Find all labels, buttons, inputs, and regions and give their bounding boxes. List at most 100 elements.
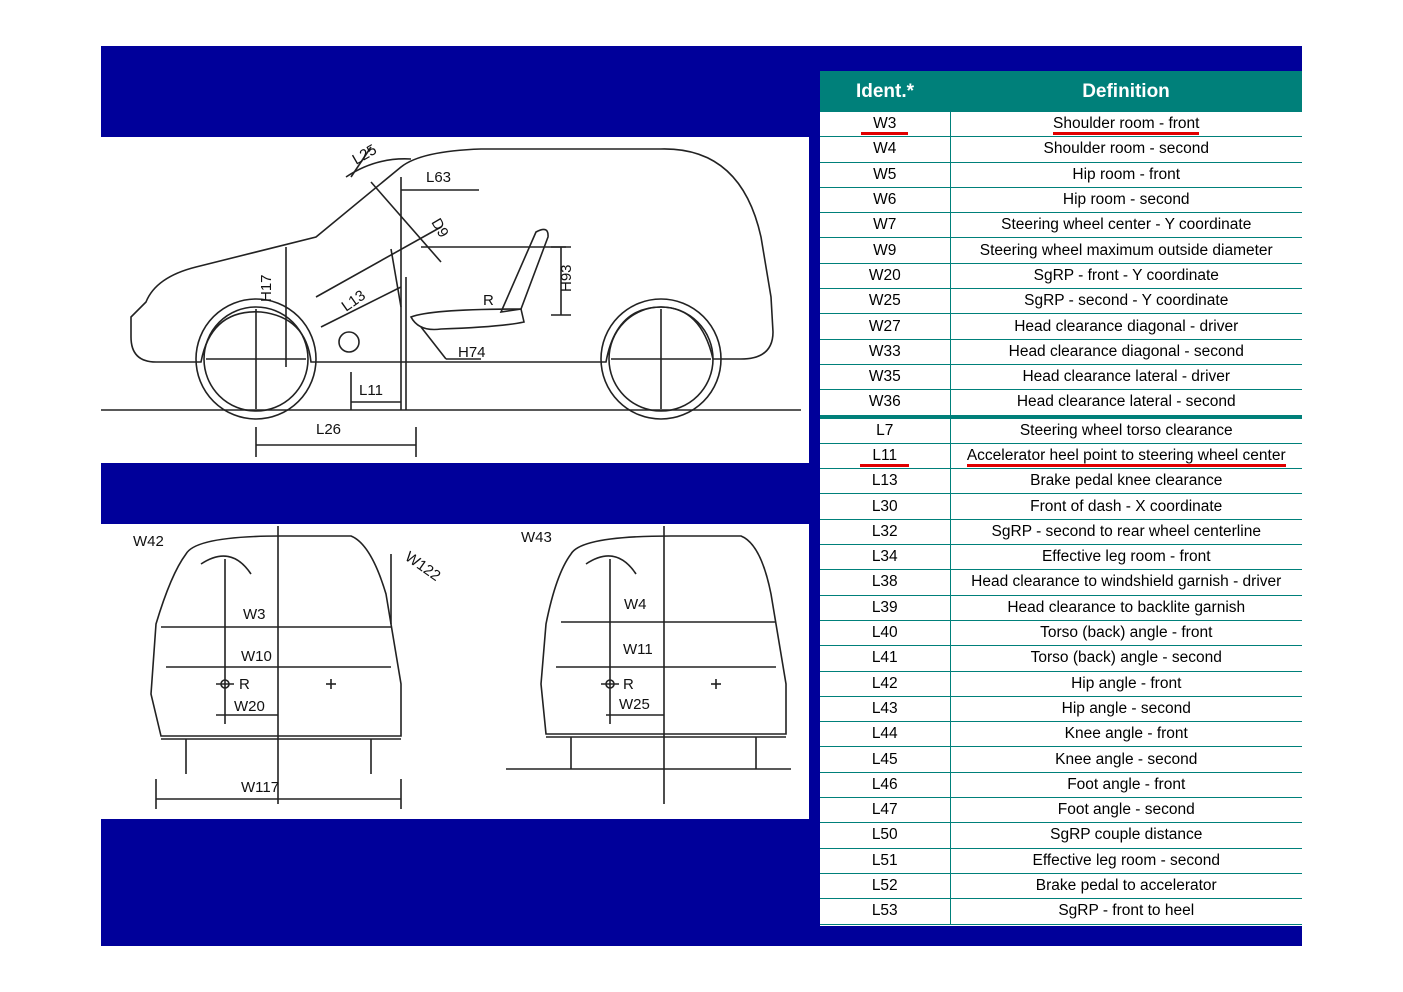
cell-definition: SgRP - second to rear wheel centerline	[950, 519, 1302, 546]
definition-text: Head clearance to backlite garnish	[1007, 598, 1246, 616]
cell-definition: Steering wheel torso clearance	[950, 416, 1302, 444]
label-w25: W25	[619, 696, 650, 713]
definition-text: Foot angle - second	[1057, 801, 1195, 819]
front-rear-view-svg: W42 W122 W3 W10 R W20 W117 W43 W4 W11 R …	[133, 526, 791, 809]
ident-text: L46	[871, 775, 898, 793]
cell-definition: Hip room - second	[950, 187, 1302, 214]
definition-text: Knee angle - front	[1064, 725, 1188, 743]
cell-ident: L52	[820, 873, 951, 900]
definition-text: Shoulder room - front	[1053, 115, 1200, 136]
cell-definition: Effective leg room - front	[950, 544, 1302, 571]
cell-ident: L53	[820, 898, 951, 925]
ident-text: L53	[871, 902, 898, 920]
cell-definition: Foot angle - front	[950, 772, 1302, 799]
label-w43: W43	[521, 529, 552, 546]
definition-text: Head clearance diagonal - second	[1008, 342, 1244, 360]
ident-text: W3	[861, 115, 909, 136]
cell-definition: SgRP - front to heel	[950, 898, 1302, 925]
definition-text: Head clearance diagonal - driver	[1014, 317, 1239, 335]
cell-ident: L34	[820, 544, 951, 571]
ident-text: L13	[871, 472, 898, 490]
ident-text: W35	[868, 368, 901, 386]
label-w11: W11	[623, 641, 653, 658]
cell-definition: Head clearance diagonal - driver	[950, 313, 1302, 340]
label-l25: L25	[350, 141, 380, 168]
cell-ident: W35	[820, 364, 951, 391]
cell-definition: Head clearance to windshield garnish - d…	[950, 569, 1302, 596]
ident-text: L51	[871, 851, 898, 869]
table-row: W35 Head clearance lateral - driver	[820, 364, 1302, 391]
definition-text: SgRP couple distance	[1050, 826, 1203, 844]
ident-text: L7	[876, 421, 894, 439]
cell-ident: W4	[820, 136, 951, 163]
cell-definition: Head clearance lateral - driver	[950, 364, 1302, 391]
definition-text: SgRP - second - Y coordinate	[1024, 292, 1229, 310]
label-w122: W122	[402, 548, 444, 584]
cell-definition: Effective leg room - second	[950, 848, 1302, 874]
cell-ident: L38	[820, 569, 951, 596]
cell-ident: W20	[820, 263, 951, 290]
table-row: L52 Brake pedal to accelerator	[820, 873, 1302, 900]
table-row: W33 Head clearance diagonal - second	[820, 339, 1302, 365]
ident-text: W9	[873, 241, 897, 259]
ident-text: W36	[868, 393, 901, 411]
front-rear-view-diagram: W42 W122 W3 W10 R W20 W117 W43 W4 W11 R …	[101, 524, 809, 819]
ident-text: W20	[868, 266, 901, 284]
cell-definition: Foot angle - second	[950, 797, 1302, 824]
cell-ident: W7	[820, 212, 951, 239]
cell-ident: L44	[820, 721, 951, 748]
label-l11: L11	[359, 382, 383, 399]
label-d9: D9	[428, 216, 452, 241]
cell-definition: Torso (back) angle - second	[950, 645, 1302, 672]
table-row: W3 Shoulder room - front	[820, 112, 1302, 138]
ident-text: L52	[871, 877, 898, 895]
definition-text: Hip angle - front	[1071, 674, 1182, 692]
definition-text: Steering wheel maximum outside diameter	[979, 241, 1273, 259]
cell-ident: W9	[820, 237, 951, 264]
cell-definition: SgRP couple distance	[950, 822, 1302, 849]
label-l26: L26	[316, 421, 341, 438]
cell-ident: W33	[820, 339, 951, 365]
definition-text: Head clearance lateral - driver	[1022, 368, 1231, 386]
ident-text: L38	[871, 573, 898, 591]
table-row: L7 Steering wheel torso clearance	[820, 416, 1302, 444]
table-row: L44 Knee angle - front	[820, 721, 1302, 748]
table-row: L53 SgRP - front to heel	[820, 898, 1302, 925]
definition-text: Accelerator heel point to steering wheel…	[966, 447, 1286, 467]
definition-text: Steering wheel center - Y coordinate	[1001, 216, 1252, 234]
table-header-row: Ident.* Definition	[820, 71, 1302, 112]
ident-text: W6	[873, 191, 897, 209]
definition-text: Foot angle - front	[1067, 775, 1186, 793]
ident-text: L50	[871, 826, 898, 844]
definition-text: Effective leg room - front	[1041, 548, 1211, 566]
header-definition: Definition	[950, 71, 1302, 112]
cell-ident: W25	[820, 288, 951, 315]
cell-definition: Torso (back) angle - front	[950, 620, 1302, 647]
cell-definition: Knee angle - front	[950, 721, 1302, 748]
cell-ident: L45	[820, 746, 951, 773]
ident-text: W5	[873, 165, 897, 183]
label-w3: W3	[243, 606, 266, 623]
ident-text: W25	[868, 292, 901, 310]
definition-text: Brake pedal to accelerator	[1035, 877, 1217, 895]
label-w117: W117	[241, 779, 279, 796]
cell-ident: L7	[820, 416, 951, 444]
definition-text: Steering wheel torso clearance	[1019, 421, 1233, 439]
cell-definition: Steering wheel center - Y coordinate	[950, 212, 1302, 239]
table-row: L38 Head clearance to windshield garnish …	[820, 569, 1302, 596]
cell-definition: Brake pedal to accelerator	[950, 873, 1302, 900]
cell-ident: L32	[820, 519, 951, 546]
